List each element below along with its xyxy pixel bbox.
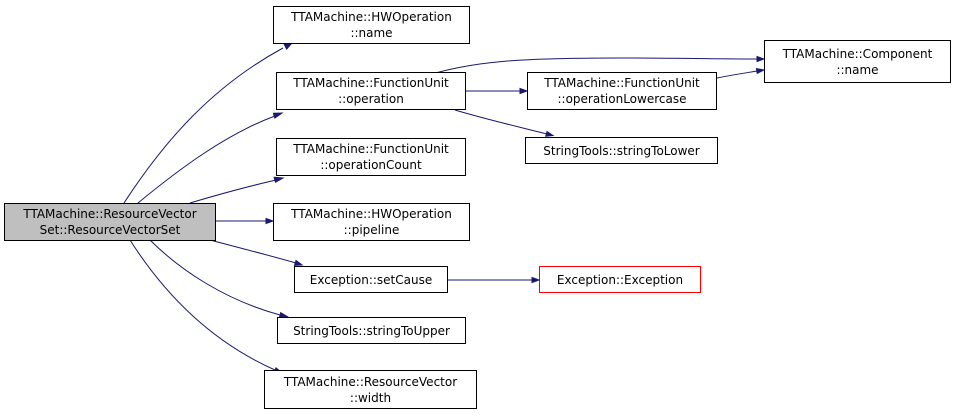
edge-operation-component-name [419,57,758,79]
node-exception-setcause[interactable]: Exception::setCause [294,266,448,293]
node-line-1: TTAMachine::HWOperation [291,207,452,221]
arrowhead [755,67,766,75]
node-line-1: TTAMachine::FunctionUnit [293,142,449,156]
node-component-name[interactable]: TTAMachine::Component ::name [764,40,951,83]
node-line-2: ::operationCount [320,158,422,172]
edge-root-fu-operation [137,115,276,204]
arrowhead [273,176,285,183]
arrowhead [545,130,555,137]
node-exception-exception[interactable]: Exception::Exception [539,266,701,293]
node-line-2: ::pipeline [343,223,400,237]
node-line-2: ::operationLowercase [557,92,687,106]
edge-root-stringtoupper [149,239,281,316]
edge-root-rv-width [129,239,276,371]
node-line-1: StringTools::stringToUpper [293,323,450,338]
edge-lowercase-component-name [716,70,758,79]
node-line-1: TTAMachine::FunctionUnit [544,76,700,90]
arrowhead [265,217,275,225]
node-line-2: ::operation [338,92,404,106]
node-line-1: TTAMachine::FunctionUnit [293,76,449,90]
node-functionunit-operationcount[interactable]: TTAMachine::FunctionUnit ::operationCoun… [276,138,466,176]
node-line-1: TTAMachine::HWOperation [291,10,452,24]
arrowhead [283,42,293,50]
node-resourcevector-width[interactable]: TTAMachine::ResourceVector ::width [264,370,477,409]
node-functionunit-operation[interactable]: TTAMachine::FunctionUnit ::operation [276,72,466,110]
node-line-2: ::width [349,390,392,405]
node-line-1: Exception::setCause [309,272,433,287]
arrowhead [272,112,284,119]
node-stringtools-stringtolower[interactable]: StringTools::stringToLower [525,137,718,164]
node-line-1: Exception::Exception [556,272,684,287]
edge-root-setcause [209,239,297,264]
arrowhead [519,87,529,95]
node-functionunit-operationlowercase[interactable]: TTAMachine::FunctionUnit ::operationLowe… [527,72,717,110]
node-line-2: ::name [350,26,393,40]
edge-operation-tolower [454,109,548,135]
node-line-1: TTAMachine::Component [782,46,933,61]
edge-root-hwop-name [123,47,284,204]
node-line-2: ::name [836,62,879,77]
node-stringtools-stringtoupper[interactable]: StringTools::stringToUpper [277,317,466,344]
edge-root-fu-operation-count [189,179,277,204]
node-line-1: TTAMachine::ResourceVector [23,207,197,221]
node-hwoperation-pipeline[interactable]: TTAMachine::HWOperation ::pipeline [273,203,470,241]
node-line-1: StringTools::stringToLower [543,143,700,158]
node-line-2: Set::ResourceVectorSet [39,223,181,237]
node-hwoperation-name[interactable]: TTAMachine::HWOperation ::name [273,6,470,44]
arrowhead [756,55,766,63]
arrowhead [293,259,304,266]
node-resourcevectorset-constructor[interactable]: TTAMachine::ResourceVector Set::Resource… [4,203,216,241]
node-line-1: TTAMachine::ResourceVector [283,374,458,389]
arrowhead [531,276,541,284]
